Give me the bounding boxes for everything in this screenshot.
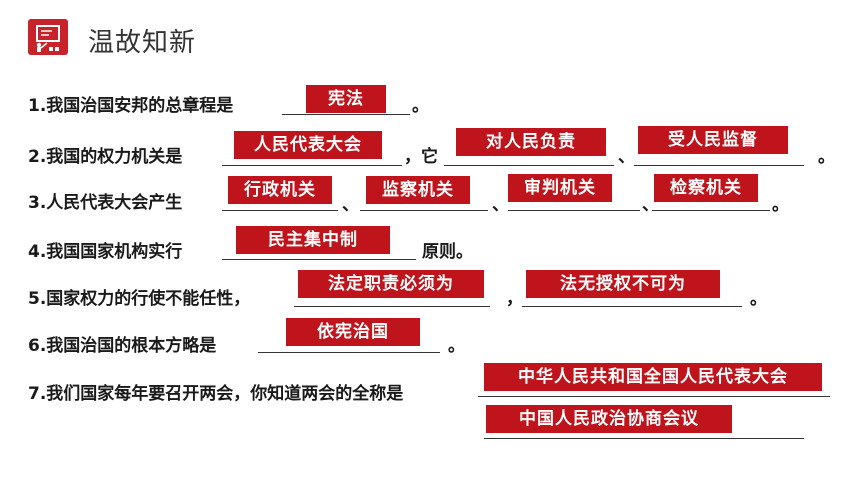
separator-text: 、 (618, 147, 635, 167)
answer-blank-line (484, 438, 804, 439)
separator-text: ，它 (404, 147, 438, 167)
answer-blank-line (360, 210, 488, 211)
answer-blank-line (444, 165, 614, 166)
suffix-text: 原则。 (422, 242, 473, 262)
answer-box: 依宪治国 (286, 318, 420, 346)
answer-blank-line (634, 165, 804, 166)
question-3-text: 3.人民代表大会产生 (28, 193, 183, 213)
answer-box: 民主集中制 (236, 226, 390, 254)
punctuation: 。 (772, 195, 789, 215)
answer-blank-line (222, 210, 338, 211)
answer-box: 人民代表大会 (234, 131, 382, 159)
answer-box: 法定职责必须为 (298, 270, 484, 298)
answer-blank-line (282, 114, 410, 115)
answer-blank-line (294, 306, 490, 307)
answer-blank-line (222, 165, 402, 166)
punctuation: 。 (818, 147, 835, 167)
answer-blank-line (652, 210, 770, 211)
question-2-text: 2.我国的权力机关是 (28, 147, 183, 167)
answer-blank-line (222, 259, 416, 260)
answer-blank-line (478, 396, 830, 397)
punctuation: 。 (412, 96, 429, 116)
answer-box: 检察机关 (654, 174, 758, 202)
question-7-text: 7.我们国家每年要召开两会，你知道两会的全称是 (28, 384, 404, 404)
answer-box: 宪法 (306, 85, 386, 113)
answer-box: 行政机关 (228, 176, 332, 204)
question-6-text: 6.我国治国的根本方略是 (28, 336, 217, 356)
answer-box: 中国人民政治协商会议 (486, 405, 732, 433)
answer-box: 法无授权不可为 (526, 270, 720, 298)
answer-box: 监察机关 (366, 176, 470, 204)
answer-blank-line (258, 352, 440, 353)
answer-box: 中华人民共和国全国人民代表大会 (484, 363, 822, 391)
answer-blank-line (508, 210, 640, 211)
answer-box: 对人民负责 (456, 128, 606, 156)
answer-box: 审判机关 (508, 174, 612, 202)
page-title: 温故知新 (88, 28, 197, 58)
answer-box: 受人民监督 (638, 126, 788, 154)
answer-blank-line (522, 306, 742, 307)
separator-text: 、 (342, 195, 359, 215)
separator-text: ， (506, 289, 523, 309)
question-4-text: 4.我国国家机构实行 (28, 242, 183, 262)
question-5-text: 5.国家权力的行使不能任性， (28, 289, 251, 309)
punctuation: 。 (448, 336, 465, 356)
separator-text: 、 (492, 195, 509, 215)
question-1-text: 1.我国治国安邦的总章程是 (28, 96, 234, 116)
punctuation: 。 (750, 289, 767, 309)
teacher-board-icon (28, 19, 68, 55)
